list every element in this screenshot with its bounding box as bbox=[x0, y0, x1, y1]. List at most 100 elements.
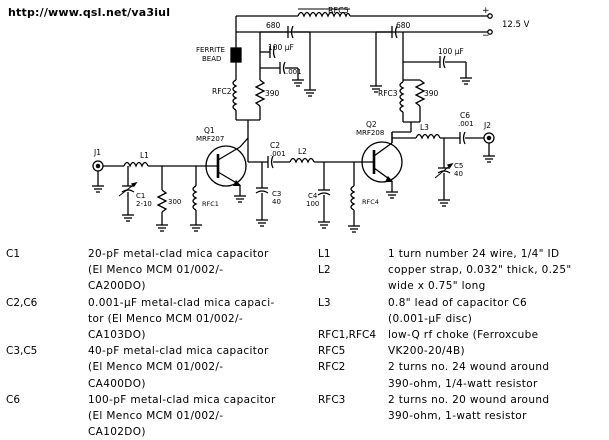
supply-terminals: + − 12.5 V bbox=[482, 6, 530, 41]
part-row: RFC1,RFC4 low-Q rf choke (Ferroxcube bbox=[318, 327, 606, 343]
j1-label: J1 bbox=[93, 148, 101, 157]
ferrite-label-1: FERRITE bbox=[196, 46, 225, 54]
q2-transistor: Q2 MRF208 bbox=[354, 120, 403, 199]
part-description: 20-pF metal-clad mica capacitor(El Menco… bbox=[88, 246, 303, 295]
rfc5-label: RFC5 bbox=[328, 6, 349, 15]
part-description-line: wide x 0.75" long bbox=[388, 280, 486, 293]
part-description: 0.8" lead of capacitor C6 (0.001-μF disc) bbox=[388, 295, 609, 327]
c2-value: .001 bbox=[270, 150, 286, 158]
r300-label: 300 bbox=[168, 198, 181, 206]
c3-label: C3 bbox=[272, 190, 281, 198]
part-ref: C6 bbox=[6, 393, 21, 406]
c100uf-left: 100 μF bbox=[260, 32, 316, 97]
part-description-line: 390-ohm, 1/4-watt resistor bbox=[388, 377, 538, 390]
right-decoupling: 680 100 μF bbox=[370, 21, 472, 93]
interstage-network: C2 .001 C3 40 L2 C4 100 RFC4 bbox=[247, 138, 379, 233]
part-description-line: (0.001-μF disc) bbox=[388, 312, 473, 325]
part-ref: C2,C6 bbox=[6, 296, 38, 309]
part-description-line: VK200-20/4B) bbox=[388, 345, 465, 358]
rfc5-coil: RFC5 bbox=[297, 6, 351, 18]
c680-right-label: 680 bbox=[396, 21, 411, 30]
part-description: low-Q rf choke (Ferroxcube bbox=[388, 327, 609, 343]
part-description-line: CA400DO) bbox=[88, 377, 146, 390]
j2-label: J2 bbox=[483, 121, 491, 130]
part-description-line: 40-pF metal-clad mica capacitor bbox=[88, 345, 269, 358]
rfc3-r390-right: RFC3 390 bbox=[378, 79, 439, 133]
part-description-line: 0.001-μF metal-clad mica capaci- bbox=[88, 296, 275, 309]
part-description-line: tor (El Menco MCM 01/002/- bbox=[88, 312, 244, 325]
plus-label: + bbox=[482, 6, 490, 16]
l3-label: L3 bbox=[420, 123, 429, 132]
c3-value: 40 bbox=[272, 198, 281, 206]
part-description-line: (El Menco MCM 01/002/- bbox=[88, 409, 224, 422]
rfc2-r390-left: RFC2 390 bbox=[212, 79, 280, 138]
c1-label: C1 bbox=[136, 192, 145, 200]
input-network: J1 L1 C1 2-10 300 RFC1 bbox=[92, 148, 219, 232]
part-description: 1 turn number 24 wire, 1/4" ID bbox=[388, 246, 609, 262]
r390-right-label: 390 bbox=[424, 89, 439, 98]
supply-voltage-label: 12.5 V bbox=[502, 20, 530, 30]
part-description: 40-pF metal-clad mica capacitor (El Menco… bbox=[88, 343, 303, 392]
part-description-line: CA103DO) bbox=[88, 329, 146, 341]
q1-type-label: MRF207 bbox=[196, 135, 224, 143]
c680-left: 680 bbox=[260, 21, 310, 39]
rfc4-label: RFC4 bbox=[362, 198, 379, 206]
c6-label: C6 bbox=[460, 111, 470, 120]
part-description-line: 0.8" lead of capacitor C6 bbox=[388, 296, 528, 309]
q2-type-label: MRF208 bbox=[356, 129, 384, 137]
c5-label: C5 bbox=[454, 162, 463, 170]
c100uf-left-label: 100 μF bbox=[268, 43, 294, 52]
part-description-line: CA200DO) bbox=[88, 280, 146, 293]
part-description-line: (El Menco MCM 01/002/- bbox=[88, 264, 224, 277]
part-description-line: copper strap, 0.032" thick, 0.25" bbox=[388, 264, 572, 277]
part-description-line: CA102DO) bbox=[88, 426, 146, 439]
part-description-line: 390-ohm, 1-watt resistor bbox=[388, 409, 527, 422]
c6-value: .001 bbox=[458, 120, 474, 128]
c001-left: .001 bbox=[260, 61, 304, 87]
c001-left-label: .001 bbox=[286, 68, 302, 76]
part-ref: L1 bbox=[318, 248, 331, 260]
c1-value: 2-10 bbox=[136, 200, 152, 208]
q1-transistor: Q1 MRF207 bbox=[196, 126, 249, 203]
c680-left-label: 680 bbox=[266, 21, 281, 30]
part-description: 2 turns no. 24 wound around 390-ohm, 1/4-… bbox=[388, 359, 609, 391]
part-ref: C1 bbox=[6, 248, 21, 260]
ferrite-bead: FERRITE BEAD bbox=[196, 46, 242, 80]
circuit-schematic: RFC5 + − 12.5 V 680 100 μF .001 bbox=[92, 6, 530, 233]
rfc1-label: RFC1 bbox=[202, 200, 219, 208]
part-row: L2 copper strap, 0.032" thick, 0.25" wide … bbox=[318, 262, 606, 294]
part-description-line: low-Q rf choke (Ferroxcube bbox=[388, 328, 539, 341]
c4-value: 100 bbox=[306, 200, 319, 208]
part-ref: RFC5 bbox=[318, 345, 346, 358]
part-description-line: 2 turns no. 24 wound around bbox=[388, 361, 550, 374]
part-ref: L2 bbox=[318, 264, 331, 277]
part-row: C2,C6 0.001-μF metal-clad mica capaci-tor… bbox=[6, 295, 296, 344]
rfc2-label: RFC2 bbox=[212, 87, 232, 96]
l2-label: L2 bbox=[298, 147, 307, 156]
c2-label: C2 bbox=[270, 141, 280, 150]
part-description-line: 1 turn number 24 wire, 1/4" ID bbox=[388, 248, 560, 260]
c4-label: C4 bbox=[308, 192, 318, 200]
part-description: 0.001-μF metal-clad mica capaci-tor (El … bbox=[88, 295, 303, 344]
part-row: RFC5 VK200-20/4B) bbox=[318, 343, 606, 359]
c100uf-right-label: 100 μF bbox=[438, 47, 464, 56]
part-description-line: (El Menco MCM 01/002/- bbox=[88, 361, 224, 374]
part-row: L1 1 turn number 24 wire, 1/4" ID bbox=[318, 246, 606, 262]
rfc3-label: RFC3 bbox=[378, 89, 398, 98]
part-description: VK200-20/4B) bbox=[388, 343, 609, 359]
part-ref: RFC2 bbox=[318, 361, 346, 374]
part-ref: RFC1,RFC4 bbox=[318, 328, 377, 341]
r390-left-label: 390 bbox=[265, 89, 280, 98]
part-row: RFC2 2 turns no. 24 wound around 390-ohm, … bbox=[318, 359, 606, 391]
part-description: 100-pF metal-clad mica capacitor(El Menc… bbox=[88, 392, 303, 440]
minus-label: − bbox=[482, 31, 490, 41]
output-network: L3 C6 .001 J2 C5 40 bbox=[391, 111, 495, 207]
ferrite-label-2: BEAD bbox=[202, 55, 221, 63]
